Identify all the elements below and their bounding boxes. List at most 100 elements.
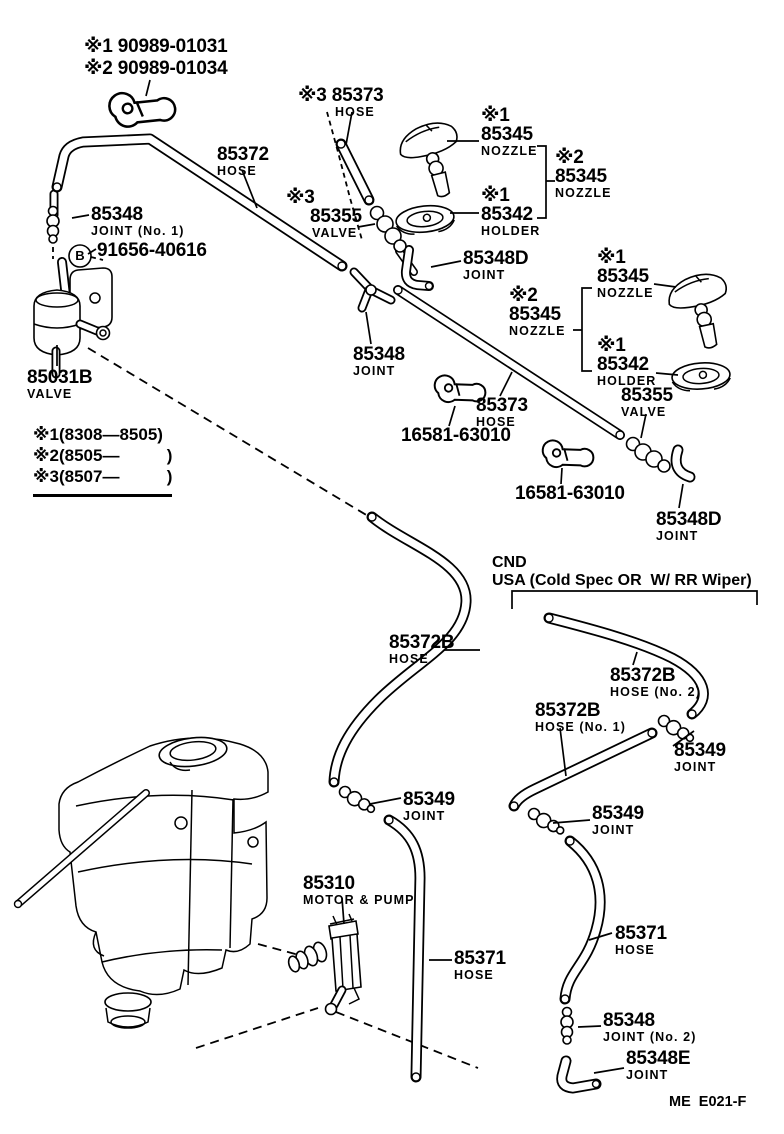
part-number: 85349 — [403, 789, 455, 810]
variant-mark: ※1 — [481, 185, 510, 206]
part-desc: HOLDER — [481, 224, 541, 238]
part-desc: JOINT — [463, 268, 506, 282]
label-nozzle-85345-top-alt: ※2 85345 NOZZLE — [555, 148, 612, 200]
label-pump-85310: 85310 MOTOR & PUMP — [303, 874, 415, 907]
part-number: 85310 — [303, 873, 355, 894]
label-hose-85371-right: 85371 HOSE — [615, 924, 667, 957]
label-nozzle-85345-top: ※1 85345 NOZZLE — [481, 106, 538, 158]
variant-mark: ※1 — [481, 105, 510, 126]
label-joint-85349-right: 85349 JOINT — [674, 741, 726, 774]
part-number: ※3 85373 — [298, 85, 384, 106]
part-number: 85355 — [310, 206, 362, 227]
bolt-ref-b: B — [75, 248, 85, 263]
part-desc: VALVE — [621, 405, 667, 419]
nozzle-top-drawing — [394, 117, 472, 205]
part-number: 85372B — [535, 700, 601, 721]
label-joint-85348d-right: 85348D JOINT — [656, 510, 722, 543]
part-number: 85371 — [615, 923, 667, 944]
label-hose-85372: 85372 HOSE — [217, 145, 269, 178]
part-number: 85372B — [389, 632, 455, 653]
joint-85349-bottom-drawing — [526, 807, 566, 835]
part-number: 85345 — [555, 166, 607, 187]
part-desc: NOZZLE — [481, 144, 538, 158]
part-number: 85342 — [481, 204, 533, 225]
label-hose-85372b: 85372B HOSE — [389, 632, 455, 666]
part-desc: JOINT — [674, 760, 717, 774]
label-joint-85348-mid: 85348 JOINT — [353, 345, 405, 378]
part-number: 85348D — [463, 248, 529, 269]
part-desc: NOZZLE — [597, 286, 654, 300]
elbow-joints — [400, 245, 696, 1094]
part-desc: HOLDER — [597, 374, 657, 388]
part-desc: HOSE — [217, 164, 257, 178]
valve-85031b-drawing — [33, 189, 113, 379]
joint-85349-right-drawing — [656, 714, 696, 743]
label-joint-85348-no2: 85348 JOINT (No. 2) — [603, 1011, 696, 1044]
holder-right-drawing — [670, 360, 732, 393]
part-number: 85342 — [597, 354, 649, 375]
tube-end-caps — [52, 139, 697, 1089]
leader-lines — [56, 79, 695, 1074]
clamp-ref-icon — [106, 90, 178, 133]
valve-85355-top-drawing — [369, 205, 407, 253]
part-desc: JOINT (No. 1) — [91, 224, 185, 238]
label-clamp-16581-b: 16581-63010 — [515, 484, 625, 503]
part-desc: NOZZLE — [509, 324, 566, 338]
part-desc: HOSE — [476, 415, 516, 429]
part-number: 85348 — [353, 344, 405, 365]
legend-box: ※1(8308—8505) ※2(8505— ) ※3(8507— ) — [33, 424, 173, 497]
holder-top-drawing — [393, 202, 457, 237]
part-desc: JOINT (No. 2) — [603, 1030, 697, 1044]
part-number: 85372 — [217, 144, 269, 165]
label-grommet-91656: 91656-40616 — [97, 241, 207, 260]
bracket-lines — [511, 145, 758, 609]
variant-mark: ※1 — [597, 335, 626, 356]
label-joint-85348-no1: 85348 JOINT (No. 1) — [91, 205, 184, 238]
label-clamp-refs: ※1 90989-01031 ※2 90989-01034 — [84, 36, 228, 80]
label-hose-85373-main: 85373 HOSE — [476, 396, 528, 429]
label-clamp-16581-a: 16581-63010 — [401, 426, 511, 445]
label-joint-85349-bottom: 85349 JOINT — [592, 804, 644, 837]
label-hose-85372b-no1: 85372B HOSE (No. 1) — [535, 701, 626, 734]
legend-item: ※3(8507— ) — [33, 467, 173, 486]
part-desc: JOINT — [353, 364, 396, 378]
part-number: 16581-63010 — [515, 483, 625, 504]
label-hose-85371-mid: 85371 HOSE — [454, 949, 506, 982]
part-desc: VALVE — [27, 387, 73, 401]
label-holder-85342-top: ※1 85342 HOLDER — [481, 186, 540, 238]
part-desc: HOSE (No. 1) — [535, 720, 626, 734]
hoses — [51, 133, 709, 1083]
part-number: 85372B — [610, 665, 676, 686]
region-line: CND — [492, 554, 527, 571]
label-holder-85342-right: ※1 85342 HOLDER — [597, 336, 656, 388]
bolt-b-circle — [68, 244, 92, 268]
dashed-lines — [52, 111, 479, 1069]
part-number: 85031B — [27, 367, 93, 388]
part-number: 85348 — [603, 1010, 655, 1031]
part-desc: HOSE — [615, 943, 655, 957]
part-number: 85349 — [592, 803, 644, 824]
part-desc: VALVE — [312, 226, 358, 240]
part-number: 85355 — [621, 385, 673, 406]
part-desc: JOINT — [656, 529, 699, 543]
part-number: 85348E — [626, 1048, 691, 1069]
region-line: USA (Cold Spec OR W/ RR Wiper) — [492, 572, 752, 589]
part-number: 85345 — [597, 266, 649, 287]
label-valve-85355-top: ※3 85355 VALVE — [286, 188, 362, 240]
valve-85355-right-drawing — [625, 436, 671, 473]
label-valve-85355-right: 85355 VALVE — [621, 386, 673, 419]
label-nozzle-85345-right: ※1 85345 NOZZLE — [597, 248, 654, 300]
washer-tank-drawing — [13, 736, 269, 1029]
part-number: 85345 — [481, 124, 533, 145]
label-valve-85031b: 85031B VALVE — [27, 367, 93, 401]
pump-drawing — [287, 913, 362, 1016]
part-number: 85348 — [91, 204, 143, 225]
part-desc: JOINT — [626, 1068, 669, 1082]
part-number: 85345 — [509, 304, 561, 325]
label-joint-85348e: 85348E JOINT — [626, 1048, 691, 1082]
variant-mark: ※3 — [286, 187, 315, 208]
label-nozzle-85345-right-alt: ※2 85345 NOZZLE — [509, 286, 566, 338]
nozzle-right-drawing — [663, 269, 739, 356]
